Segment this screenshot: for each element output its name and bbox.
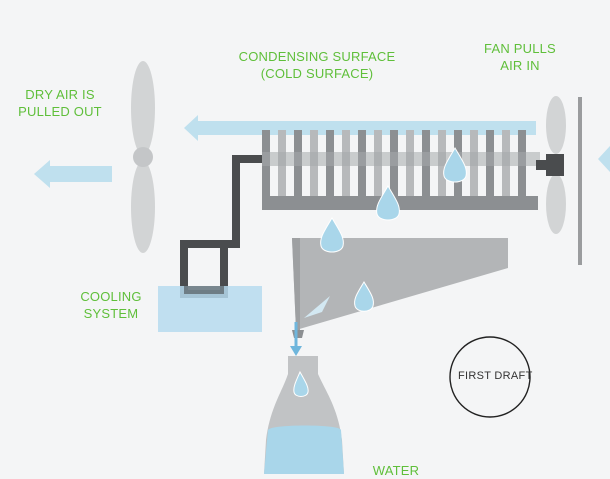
water-drop-icon (320, 217, 344, 253)
fan-blade-icon (546, 174, 566, 234)
first-draft-label: FIRST DRAFT (458, 370, 533, 382)
condensing-surface-label: CONDENSING SURFACE (COLD SURFACE) (232, 48, 402, 82)
water-drop-icon (443, 147, 467, 183)
fan-label: FAN PULLS AIR IN (470, 40, 570, 74)
water-bottle (264, 356, 344, 474)
right-fan (540, 96, 582, 265)
air-in-arrow-tip (598, 146, 610, 172)
fan-blade-icon (546, 96, 566, 154)
fan-guard (578, 97, 582, 265)
fan-hub (546, 154, 564, 176)
condensing-label-line2: (COLD SURFACE) (260, 66, 374, 81)
water-label: WATER (372, 463, 420, 478)
cooling-label-line2: SYSTEM (83, 306, 139, 321)
condensing-surface (262, 130, 546, 210)
coolant-pipe (180, 155, 264, 298)
fan-label-line2: AIR IN (500, 58, 540, 73)
dry-air-label-line1: DRY AIR IS (25, 87, 95, 102)
fan-blade-icon (131, 161, 155, 253)
water-flow-arrow (290, 296, 330, 356)
coolant-coil-front (184, 286, 224, 294)
water-drop-icon (376, 185, 400, 221)
condensing-label-line1: CONDENSING SURFACE (238, 49, 396, 64)
dry-air-label: DRY AIR IS PULLED OUT (8, 86, 112, 120)
water-drop-icon (354, 281, 374, 312)
first-draft-stamp (449, 336, 531, 418)
cooling-label-line1: COOLING (80, 289, 142, 304)
water-drop-icon (293, 370, 309, 397)
left-fan (131, 61, 155, 253)
fan-label-line1: FAN PULLS (484, 41, 556, 56)
fan-hub (133, 147, 153, 167)
dry-air-label-line2: PULLED OUT (18, 104, 102, 119)
dry-air-arrow (34, 160, 112, 188)
fan-blade-icon (131, 61, 155, 155)
collection-tray (292, 238, 508, 338)
droplets (320, 147, 467, 312)
cooling-system-label: COOLING SYSTEM (66, 288, 156, 322)
